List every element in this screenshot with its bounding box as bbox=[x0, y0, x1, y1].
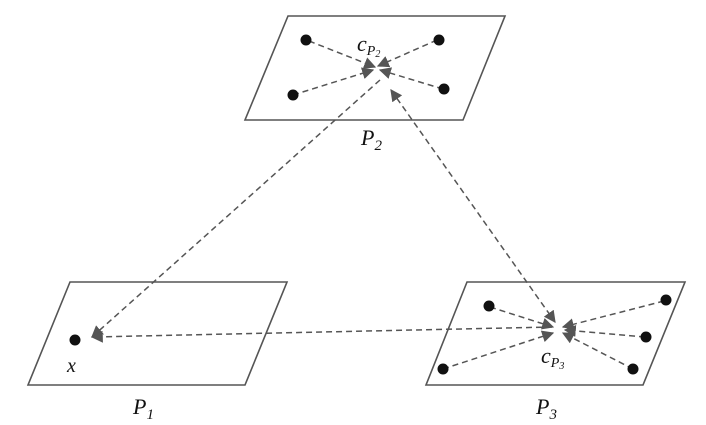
point-x-label: x bbox=[66, 355, 76, 377]
point-p3-tr bbox=[660, 294, 672, 306]
plane-p2 bbox=[243, 15, 507, 121]
plane-label-p2: P2 bbox=[360, 125, 382, 154]
point-p3-r bbox=[640, 331, 652, 343]
edge-c3-to-x bbox=[90, 326, 553, 343]
edge-p3-br bbox=[561, 332, 634, 370]
plane-label-p1: P1 bbox=[132, 394, 154, 423]
edge-c2-to-x bbox=[91, 79, 381, 338]
plane-p1 bbox=[26, 281, 289, 386]
point-p2-br bbox=[438, 83, 450, 95]
point-p2-tr bbox=[433, 34, 445, 46]
center-label-c2: cP2 bbox=[357, 31, 380, 60]
center-label-c3: cP3 bbox=[541, 343, 564, 372]
point-p2-bl bbox=[287, 89, 299, 101]
edge-p2-br bbox=[378, 67, 444, 90]
point-p3-br bbox=[627, 363, 639, 375]
point-p2-tl bbox=[300, 34, 312, 46]
point-p3-bl bbox=[437, 363, 449, 375]
edge-p3-r bbox=[563, 324, 646, 338]
point-p3-tl bbox=[483, 300, 495, 312]
point-x bbox=[69, 334, 81, 346]
edge-p2-tl bbox=[308, 40, 377, 69]
edge-c2-c3 bbox=[390, 89, 556, 323]
plane-label-p3: P3 bbox=[535, 394, 557, 423]
edge-p3-tr bbox=[561, 300, 665, 331]
edge-p2-tr bbox=[376, 39, 438, 68]
edge-p2-bl bbox=[292, 67, 375, 96]
